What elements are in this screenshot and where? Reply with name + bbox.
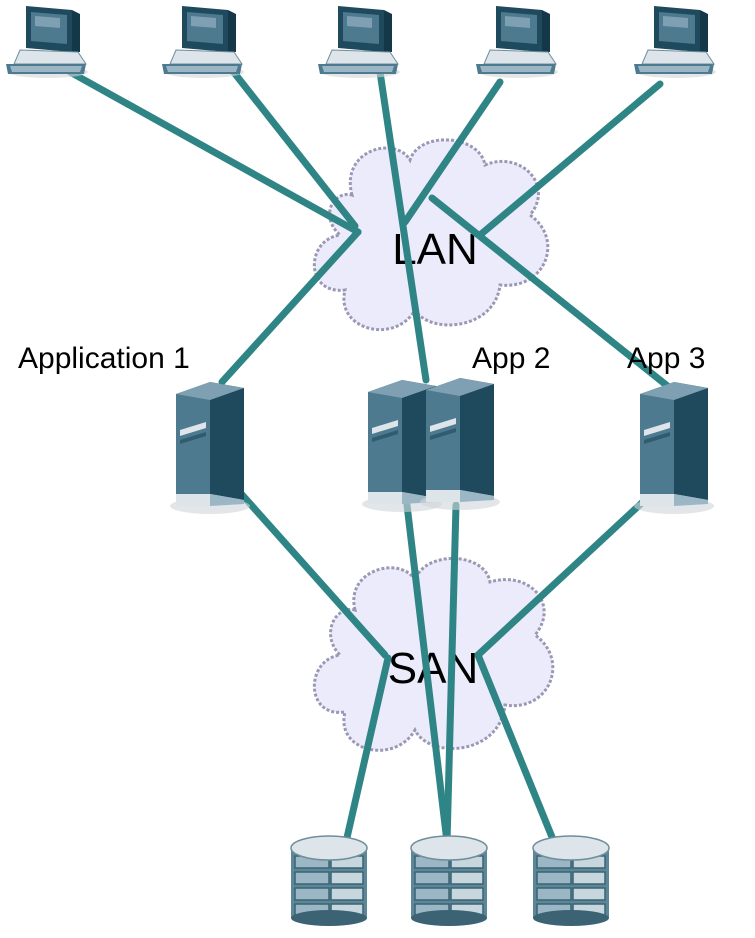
link-lan-app3 [428,194,674,392]
link-pc3-app2 [376,68,430,384]
servers [170,378,714,514]
tower-server-icon [170,382,250,514]
app2-label: App 2 [472,342,550,375]
san-cloud-icon [312,557,555,752]
app1-label: Application 1 [18,342,190,375]
desktop-computer-icon [317,5,401,79]
link-app2a-disk2 [403,501,451,846]
tower-server-icon [420,378,500,510]
link-lan-app1 [218,228,362,386]
link-pc4-lan [401,78,504,226]
storage-disks [290,835,610,927]
link-san-disk3 [474,651,558,846]
disk-storage-icon [532,835,610,927]
desktop-computer-icon [5,5,89,79]
client-computers [5,5,717,79]
link-app2b-disk2 [443,501,460,846]
link-pc1-lan [66,68,362,236]
app3-label: App 3 [627,342,705,375]
connection-lines [66,66,674,846]
disk-storage-icon [410,835,488,927]
link-app3-san [474,482,664,659]
link-app1-san [232,484,389,659]
desktop-computer-icon [633,5,717,79]
tower-server-icon [634,382,714,514]
link-pc2-lan [228,66,359,230]
desktop-computer-icon [161,5,245,79]
desktop-computer-icon [475,5,559,79]
link-pc5-lan [476,80,664,239]
disk-storage-icon [290,835,368,927]
link-san-disk1 [342,654,392,846]
lan-cloud-icon [312,138,550,332]
san-label: SAN [388,644,478,693]
